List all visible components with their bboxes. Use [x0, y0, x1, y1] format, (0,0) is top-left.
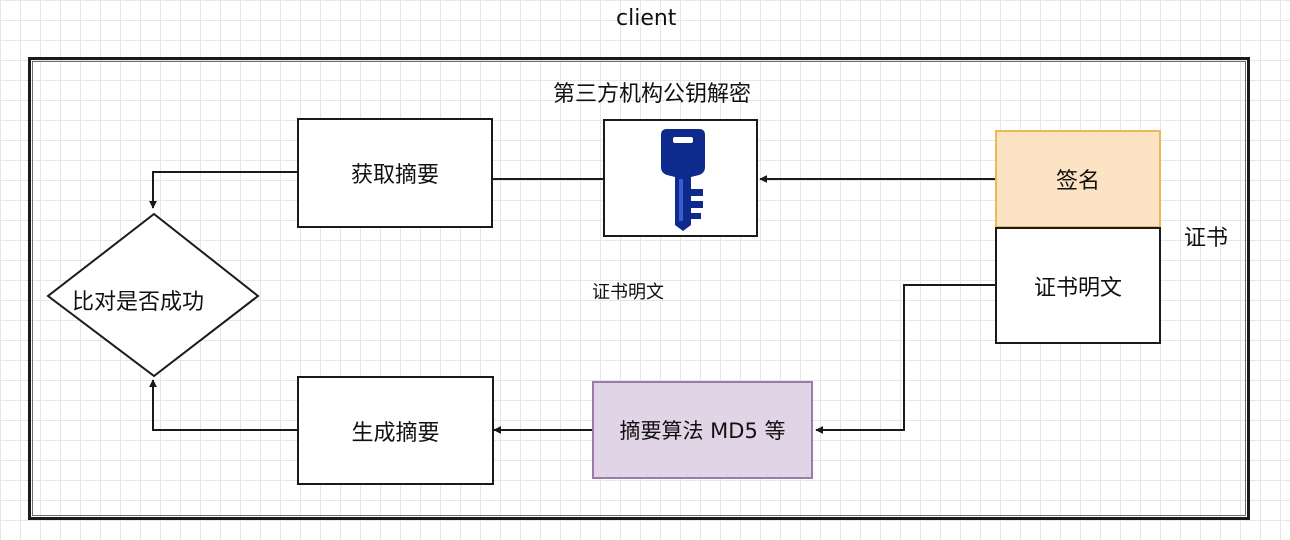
arrow-get-digest-to-compare: [149, 171, 297, 209]
plaintext-caption: 证书明文: [592, 282, 664, 303]
plaintext-node: 证书明文: [995, 227, 1161, 344]
certificate-label: 证书: [1184, 226, 1229, 251]
client-label: client: [616, 6, 677, 31]
compare-diamond: [46, 212, 260, 378]
client-container-inner-border: [32, 61, 1246, 516]
algorithm-label: 摘要算法 MD5 等: [619, 419, 786, 443]
algorithm-node: 摘要算法 MD5 等: [592, 381, 813, 479]
get-digest-node: 获取摘要: [297, 118, 493, 228]
key-caption: 第三方机构公钥解密: [553, 82, 752, 107]
key-node: [603, 119, 758, 237]
arrow-gen-digest-to-compare: [149, 379, 297, 431]
plaintext-label: 证书明文: [1033, 275, 1122, 301]
get-digest-label: 获取摘要: [350, 163, 439, 188]
client-container: [28, 57, 1250, 520]
gen-digest-node: 生成摘要: [297, 376, 494, 485]
signature-node: 签名: [995, 130, 1161, 228]
key-icon: [653, 129, 713, 231]
arrow-plaintext-to-algorithm: [815, 284, 995, 434]
compare-label: 比对是否成功: [72, 290, 205, 315]
signature-label: 签名: [1055, 169, 1100, 194]
gen-digest-label: 生成摘要: [351, 420, 440, 446]
